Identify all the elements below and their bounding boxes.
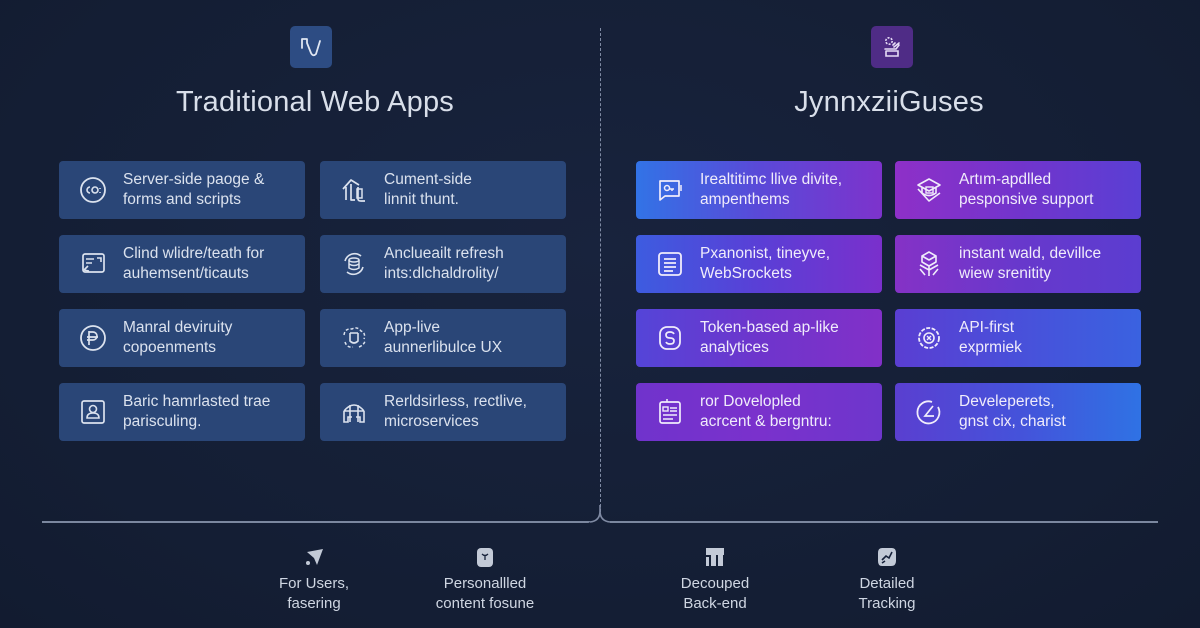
card-line2: wiew srenitity (959, 265, 1052, 282)
card-line1: Cument-side (384, 171, 472, 188)
card-line1: Server-side paoge & (123, 171, 265, 188)
feature-line1: Personallled (443, 575, 527, 592)
feature-line1: Detailed (859, 575, 915, 592)
feature-line2: content fosune (435, 595, 535, 612)
traditional-card-refresh: Anclueailt refresh ints:dlchaldrolity/ (320, 235, 566, 293)
traditional-panel: Traditional Web Apps Server-side paoge &… (0, 0, 600, 500)
card-line1: Pxanonist, tineyve, (700, 245, 831, 262)
graduation-cube-icon (913, 174, 945, 206)
gear-cart-icon (871, 26, 913, 68)
card-line1: ror Dovelopled (700, 393, 801, 410)
cubes-stack-icon (913, 248, 945, 280)
traditional-card-security: Manral deviruity copoenments (59, 309, 305, 367)
card-line1: Develeperets, (959, 393, 1055, 410)
building-icon (338, 174, 370, 206)
traditional-card-client-side: Cument-side linnit thunt. (320, 161, 566, 219)
card-line2: forms and scripts (123, 191, 242, 208)
document-lines-icon (654, 248, 686, 280)
shield-box-icon (474, 546, 496, 568)
currency-circle-icon (77, 322, 109, 354)
card-line2: gnst cix, charist (959, 413, 1066, 430)
clock-gauge-icon (913, 396, 945, 428)
card-line1: Manral deviruity (123, 319, 233, 336)
gear-api-icon (913, 322, 945, 354)
feature-line1: For Users, (278, 575, 349, 592)
card-line1: App-live (384, 319, 440, 336)
card-line1: instant wald, devillce (959, 245, 1102, 262)
card-line1: Anclueailt refresh (384, 245, 504, 262)
baseline-left (42, 521, 590, 523)
modern-card-api-first: API-first exprmiek (895, 309, 1141, 367)
feature-for-users: For Users, fasering (234, 546, 394, 614)
traditional-card-server-side: Server-side paoge & forms and scripts (59, 161, 305, 219)
card-line2: ints:dlchaldrolity/ (384, 265, 499, 282)
modern-title: JynnxziiGuses (794, 86, 984, 118)
modern-panel: JynnxziiGuses Irealtitimc llive divite, a… (600, 0, 1200, 500)
traditional-card-hosting: Baric hamrlasted trae parisculing. (59, 383, 305, 441)
network-house-icon (338, 396, 370, 428)
feature-personalized-content: Personallled content fosune (405, 546, 565, 614)
card-line2: acrcent & bergntru: (700, 413, 832, 430)
modules-icon (704, 546, 726, 568)
card-line2: pesponsive support (959, 191, 1094, 208)
chat-circle-icon (77, 174, 109, 206)
chat-key-icon (654, 174, 686, 206)
feature-line2: Back-end (683, 595, 747, 612)
token-s-icon (654, 322, 686, 354)
card-line2: aunnerlibulce UX (384, 339, 503, 356)
send-plane-icon (303, 546, 325, 568)
card-line2: ampenthems (700, 191, 790, 208)
feature-line2: Tracking (858, 595, 916, 612)
card-line1: Artım-apdlled (959, 171, 1052, 188)
traditional-card-microservices: Rerldsirless, rectlive, microservices (320, 383, 566, 441)
card-line2: analytices (700, 339, 769, 356)
card-line1: Baric hamrlasted trae (123, 393, 271, 410)
card-line2: linnit thunt. (384, 191, 459, 208)
form-reply-icon (77, 248, 109, 280)
feature-line1: Decouped (680, 575, 750, 592)
modern-card-developer-access: ror Dovelopled acrcent & bergntru: (636, 383, 882, 441)
modern-card-ai-support: Artım-apdlled pesponsive support (895, 161, 1141, 219)
card-line1: Token-based ap-like (700, 319, 839, 336)
card-line1: Clind wlidre/teath for (123, 245, 265, 262)
center-divider (600, 28, 601, 512)
card-line2: WebSrockets (700, 265, 792, 282)
feature-line2: fasering (287, 595, 341, 612)
card-line2: microservices (384, 413, 479, 430)
modern-card-instant-load: instant wald, devillce wiew srenitity (895, 235, 1141, 293)
refresh-database-icon (338, 248, 370, 280)
card-line2: copoenments (123, 339, 217, 356)
traditional-card-app-like: App-live aunnerlibulce UX (320, 309, 566, 367)
modern-card-realtime: Irealtitimc llive divite, ampenthems (636, 161, 882, 219)
card-line2: exprmiek (959, 339, 1022, 356)
rv-logo-icon (290, 26, 332, 68)
card-line1: API-first (959, 319, 1015, 336)
card-line2: auhemsent/ticauts (123, 265, 249, 282)
traditional-card-auth: Clind wlidre/teath for auhemsent/ticauts (59, 235, 305, 293)
traditional-title: Traditional Web Apps (175, 86, 455, 118)
baseline-right (610, 521, 1158, 523)
cloud-cup-icon (338, 322, 370, 354)
tracking-badge-icon (876, 546, 898, 568)
user-frame-icon (77, 396, 109, 428)
card-line2: parisculing. (123, 413, 202, 430)
modern-card-developer-charts: Develeperets, gnst cix, charist (895, 383, 1141, 441)
card-line1: Rerldsirless, rectlive, (384, 393, 527, 410)
id-card-icon (654, 396, 686, 428)
modern-card-token-analytics: Token-based ap-like analytices (636, 309, 882, 367)
divider-junction (589, 505, 611, 523)
modern-card-websockets: Pxanonist, tineyve, WebSrockets (636, 235, 882, 293)
card-line1: Irealtitimc llive divite, (700, 171, 843, 188)
